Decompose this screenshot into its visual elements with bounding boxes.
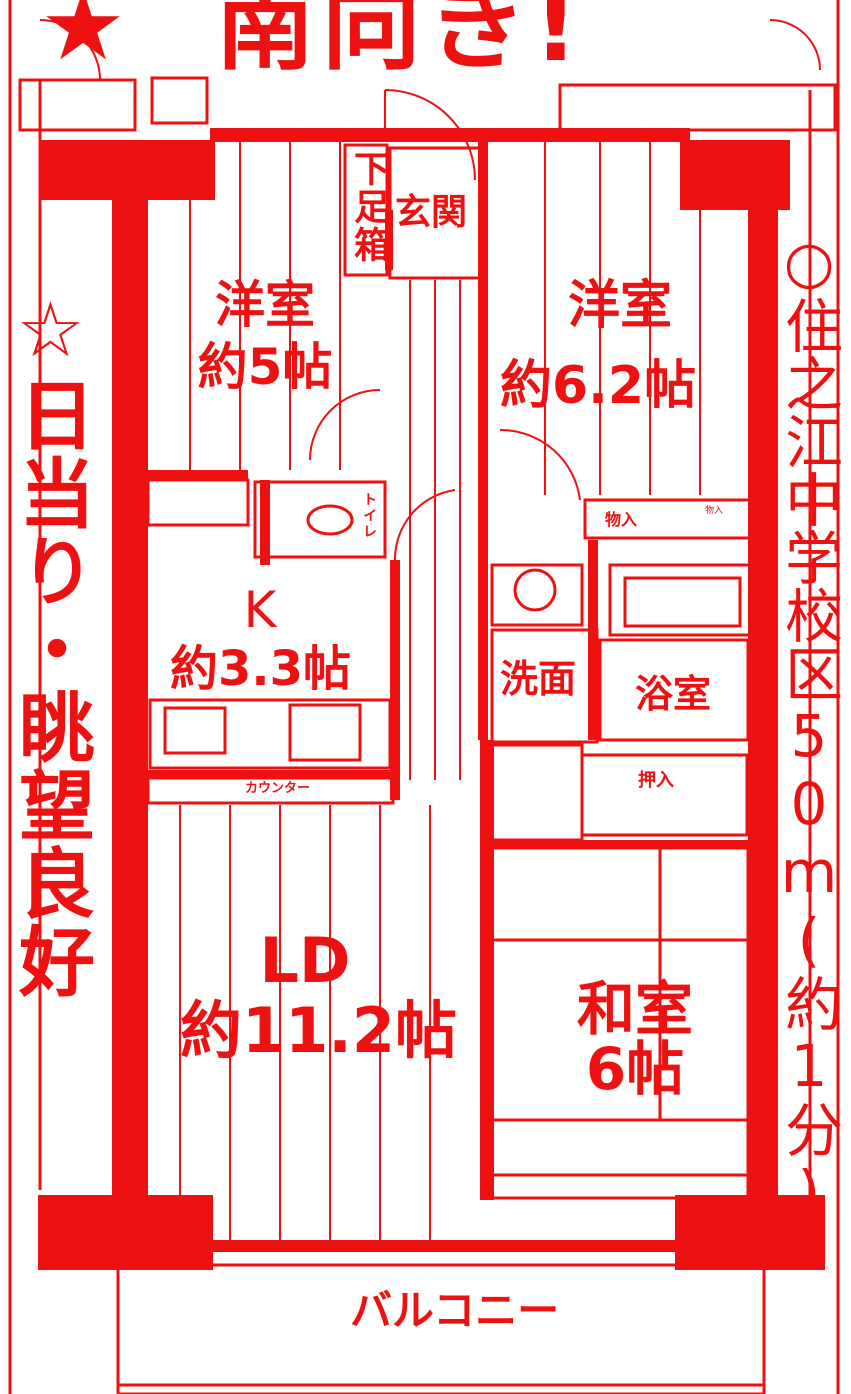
counter-label: カウンター	[245, 781, 311, 796]
western-room-right-size: 約6.2帖	[500, 356, 697, 416]
toilet-label: トイレ	[361, 492, 377, 540]
bathroom-label: 浴室	[635, 672, 712, 716]
ld-name: LD	[259, 924, 351, 997]
left-slogan: ☆日当り・眺望良好	[6, 285, 95, 1000]
western-room-right-name: 洋室	[567, 276, 672, 336]
storage-small-left-label: 物入	[605, 510, 638, 529]
kitchen-size: 約3.3帖	[170, 641, 352, 697]
western-room-left-name: 洋室	[215, 276, 315, 334]
flooring-lines	[179, 142, 701, 1240]
washroom-label: 洗面	[500, 657, 577, 701]
door-swings	[39, 19, 821, 561]
banner-title: 南向き!	[215, 0, 585, 84]
right-slogan: ○住之江中学校区50m(約1分)	[775, 228, 843, 1226]
storage-small-right-label: 物入	[705, 506, 724, 516]
storage-label: 押入	[638, 770, 674, 791]
shoe-box-label: 下足箱	[348, 150, 389, 264]
kitchen-name: K	[243, 581, 277, 639]
thick-walls	[38, 128, 825, 1270]
outlines	[8, 0, 840, 1394]
western-room-left-size: 約5帖	[197, 338, 333, 396]
ld-size: 約11.2帖	[180, 994, 457, 1067]
japanese-room-name: 和室	[576, 975, 693, 1043]
japanese-room-size: 6帖	[585, 1035, 685, 1103]
balcony-label: バルコニー	[350, 1286, 560, 1335]
star-icon: ★	[40, 0, 127, 82]
entrance-label: 玄関	[395, 192, 468, 233]
